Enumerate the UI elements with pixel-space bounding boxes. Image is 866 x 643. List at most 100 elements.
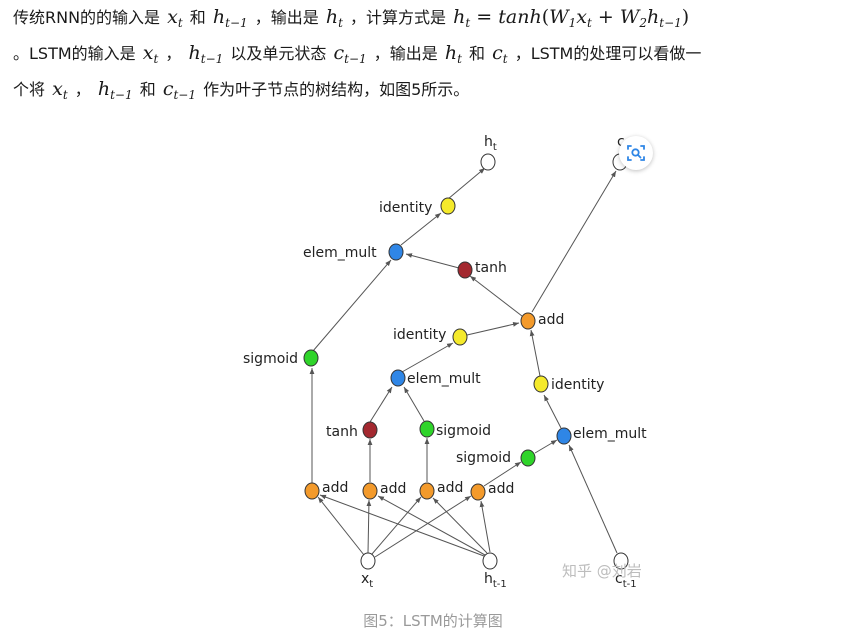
edge <box>568 444 618 554</box>
label-add-ct: add <box>538 312 564 328</box>
paragraph-line-3: 个将 xt ， ht−1 和 ct−1 作为叶子节点的树结构，如图5所示。 <box>13 74 863 110</box>
paragraph-line-2: 。LSTM的输入是 xt ， ht−1 以及单元状态 ct−1 ，输出是 ht … <box>13 38 863 74</box>
math-htm1: ht−1 <box>212 6 248 30</box>
math-htm1: ht−1 <box>188 42 224 66</box>
edge <box>534 439 558 454</box>
label-identity-mid: identity <box>393 327 446 343</box>
graph-nodes <box>303 153 629 570</box>
math-htm1: ht−1 <box>97 78 133 102</box>
label-elem-mult-top: elem_mult <box>303 245 377 261</box>
edge <box>447 167 486 200</box>
edge <box>529 329 541 377</box>
label-elem-mult-mid: elem_mult <box>407 371 481 387</box>
label-tanh-g: tanh <box>326 424 358 440</box>
text-segment: 传统RNN的的输入是 <box>13 8 161 27</box>
node-identity-right <box>533 375 549 393</box>
node-add-2 <box>362 482 378 500</box>
math-ctm1: ct−1 <box>162 78 196 102</box>
label-sigmoid-f: sigmoid <box>456 450 511 466</box>
watermark: 知乎 @刘岩 <box>562 562 642 580</box>
text-segment: ， <box>74 80 91 99</box>
node-identity-mid <box>452 328 468 346</box>
graph-edges <box>309 167 618 558</box>
label-elem-mult-right: elem_mult <box>573 426 647 442</box>
label-add-1: add <box>322 480 348 496</box>
label-xt: xt <box>361 571 373 590</box>
math-xt: xt <box>52 78 68 102</box>
text-segment: ，计算方式是 <box>350 8 447 27</box>
text-segment: ，输出是 <box>254 8 319 27</box>
math-ht: ht <box>325 6 343 30</box>
edge <box>531 170 617 313</box>
text-segment: 作为叶子节点的树结构，如图5所示。 <box>203 80 470 99</box>
node-add-3 <box>419 482 435 500</box>
label-htm1: ht-1 <box>484 571 507 590</box>
label-tanh-top: tanh <box>475 260 507 276</box>
node-tanh-g <box>362 421 378 439</box>
edge <box>543 394 562 429</box>
edge <box>377 495 486 556</box>
text-segment: 。LSTM的输入是 <box>13 44 136 63</box>
edge <box>319 494 485 557</box>
text-segment: ，输出是 <box>373 44 438 63</box>
node-labels: ht ct identity elem_mult tanh add identi… <box>243 134 647 590</box>
edge <box>403 386 425 422</box>
text-segment: 和 <box>469 44 486 63</box>
scan-search-icon <box>627 145 645 161</box>
node-add-ct <box>520 312 536 330</box>
text-segment: ， <box>165 44 182 63</box>
node-ht <box>480 153 496 171</box>
edge <box>369 386 393 423</box>
edge <box>317 496 365 556</box>
paragraph-line-1: 传统RNN的的输入是 xt 和 ht−1 ，输出是 ht ，计算方式是 ht =… <box>13 2 863 38</box>
label-add-4: add <box>488 481 514 497</box>
math-ctm1: ct−1 <box>333 42 367 66</box>
math-formula: ht = tanh(W1xt + W2ht−1) <box>453 6 690 30</box>
edge <box>374 495 472 558</box>
edge <box>469 275 523 317</box>
edge <box>312 259 392 352</box>
text-segment: 个将 <box>13 80 46 99</box>
edge <box>483 461 522 487</box>
figure-caption: 图5：LSTM的计算图 <box>363 612 503 630</box>
intro-paragraph: 传统RNN的的输入是 xt 和 ht−1 ，输出是 ht ，计算方式是 ht =… <box>13 2 863 110</box>
node-htm1 <box>482 552 498 570</box>
node-identity-top <box>440 197 456 215</box>
edge <box>466 322 520 336</box>
edge <box>400 212 442 246</box>
math-xt: xt <box>142 42 159 66</box>
node-elem-mult-mid <box>390 369 406 387</box>
math-xt: xt <box>167 6 183 30</box>
label-ctm1: ct-1 <box>615 571 637 590</box>
label-sigmoid-o: sigmoid <box>243 351 298 367</box>
node-sigmoid-f <box>520 449 536 467</box>
node-tanh-top <box>457 261 473 279</box>
node-sigmoid-o <box>303 349 319 367</box>
label-ht: ht <box>484 134 497 153</box>
text-segment: ，LSTM的处理可以看做一 <box>514 44 702 63</box>
math-ht: ht <box>444 42 462 66</box>
node-sigmoid-i <box>419 420 435 438</box>
edge <box>432 497 488 554</box>
node-add-4 <box>470 483 486 501</box>
label-identity-top: identity <box>379 200 432 216</box>
node-elem-mult-top <box>388 243 404 261</box>
text-segment: 以及单元状态 <box>230 44 327 63</box>
text-segment: 和 <box>189 8 206 27</box>
edge <box>401 342 454 373</box>
edge <box>366 499 372 554</box>
label-add-2: add <box>380 481 406 497</box>
math-ct: ct <box>492 42 508 66</box>
edge <box>405 253 460 269</box>
node-add-1 <box>304 482 320 500</box>
node-ctm1 <box>613 552 629 570</box>
edge <box>371 496 422 555</box>
label-identity-right: identity <box>551 377 604 393</box>
edge <box>479 500 491 553</box>
label-sigmoid-i: sigmoid <box>436 423 491 439</box>
text-segment: 和 <box>139 80 156 99</box>
node-xt <box>360 552 376 570</box>
node-elem-mult-right <box>556 427 572 445</box>
image-scan-button[interactable] <box>619 136 653 170</box>
